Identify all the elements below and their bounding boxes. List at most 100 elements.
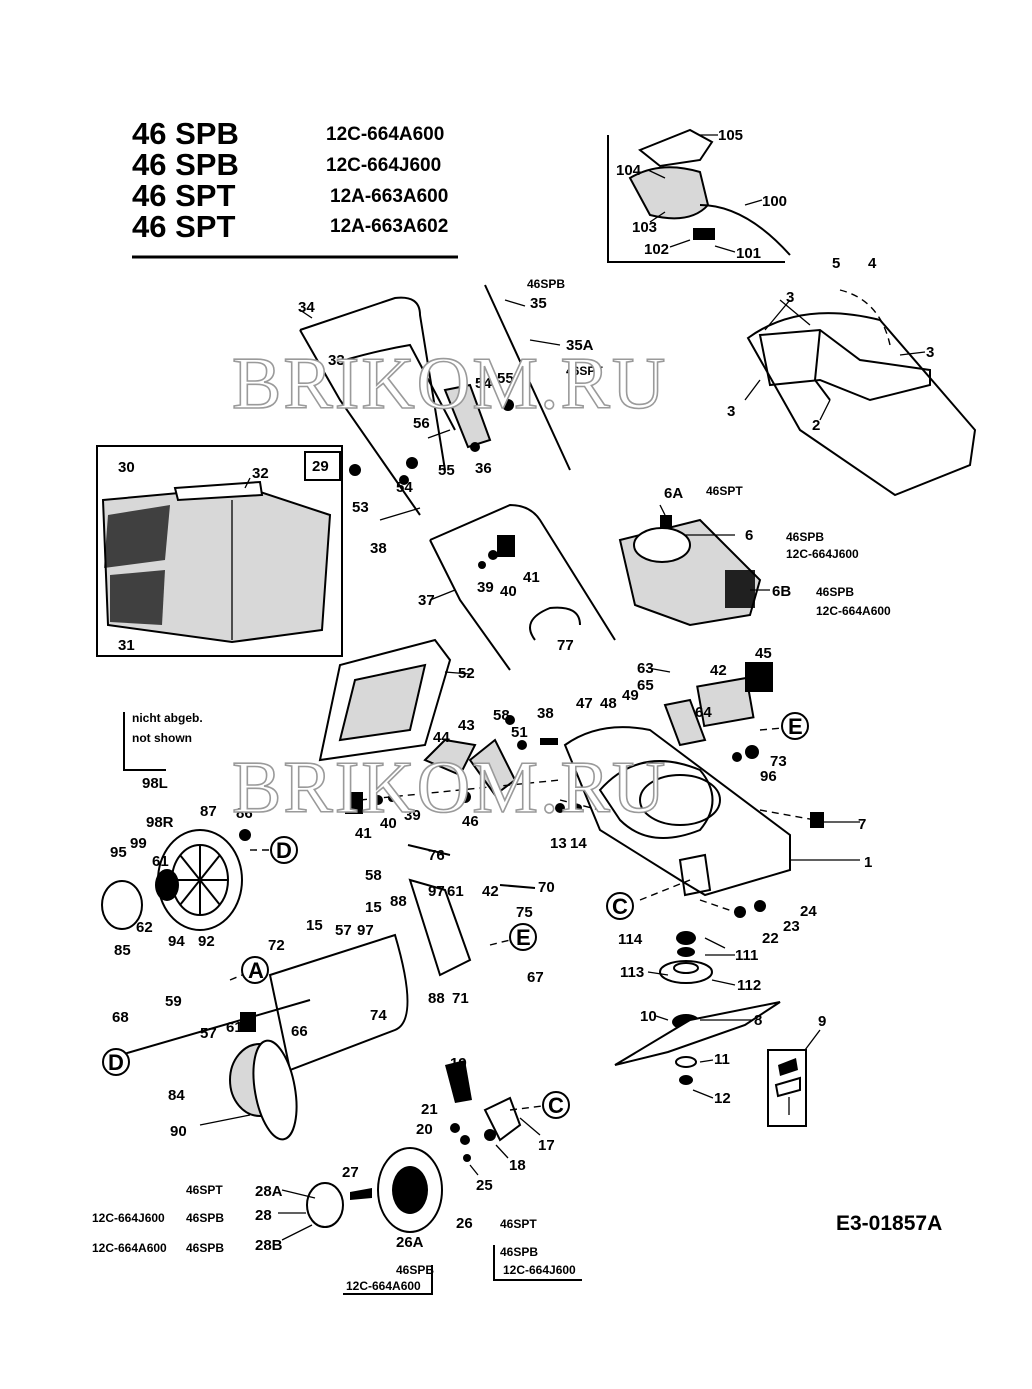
callout: 86 [236, 805, 253, 822]
callout: 42 [482, 883, 499, 900]
drive-housing [268, 933, 409, 1072]
callout: 64 [695, 704, 712, 721]
callout: 15 [365, 899, 382, 916]
note: 46SPB [816, 585, 854, 599]
callout: 100 [762, 193, 787, 210]
note: 46SPB [186, 1211, 224, 1225]
note-text: not shown [132, 731, 192, 745]
callout: 112 [737, 977, 761, 994]
clip-nut [693, 228, 715, 240]
bolt-114 [676, 931, 696, 945]
callout: 41 [355, 825, 372, 842]
detail-frame [607, 135, 785, 263]
deck-body [563, 726, 791, 897]
note: 46SPT [186, 1183, 223, 1197]
callout: 113 [620, 964, 644, 981]
callout: 35 [530, 295, 547, 312]
cable-100 [699, 204, 791, 256]
callout: 17 [538, 1137, 555, 1154]
note: 46SPT [566, 364, 603, 378]
callout: 75 [516, 904, 533, 921]
model-name: 46 SPT [132, 178, 235, 213]
callout: 47 [576, 695, 593, 712]
callout: 33 [328, 352, 345, 369]
model-name: 46 SPT [132, 209, 235, 244]
discharge-guard: 52 [318, 638, 475, 762]
callout: 45 [755, 645, 772, 662]
front-wheel: 19 21 20 17 18 25 27 28A 46SPT 28 12C-66… [92, 1055, 582, 1295]
bag-handle [173, 480, 264, 502]
callout: 49 [622, 687, 639, 704]
callout: 88 [390, 893, 407, 910]
callout: 23 [783, 918, 800, 935]
bracket-43 [468, 738, 517, 797]
callout: 55 [497, 370, 514, 387]
cable-lever-36 [443, 383, 492, 449]
callout: 35A [566, 337, 594, 354]
callout: 40 [380, 815, 397, 832]
callout: 6A [664, 485, 683, 502]
callout: 73 [770, 753, 787, 770]
blade-kit-box [767, 1049, 807, 1127]
blade-8 [614, 1001, 781, 1066]
callout: 96 [760, 768, 777, 785]
hubcap-85 [101, 880, 143, 930]
ref-label: D [276, 838, 292, 863]
ref-marker-c [542, 1091, 570, 1119]
callout: 84 [168, 1087, 185, 1104]
callout: 72 [268, 937, 285, 954]
deck-bowl [598, 760, 714, 839]
lower-handle: 37 39 40 41 77 [418, 503, 616, 671]
note: 46SPB [186, 1241, 224, 1255]
deck-hardware: 58 38 51 43 44 41 40 39 46 13 14 [345, 705, 587, 852]
model-code: 12C-664A600 [326, 124, 444, 145]
ref-label: E [788, 714, 803, 739]
blade-assembly: 22 23 24 114 111 113 112 10 8 9 11 12 [614, 899, 826, 1127]
callout: 63 [637, 660, 654, 677]
callout: 11 [714, 1051, 730, 1068]
callout: 20 [416, 1121, 433, 1138]
callout: 37 [418, 592, 435, 609]
lower-handle-bar [429, 503, 616, 641]
callout: 98R [146, 814, 174, 831]
ref-label: D [108, 1050, 124, 1075]
callout: 59 [165, 993, 182, 1010]
callout: 7 [858, 816, 866, 833]
callout: 42 [710, 662, 727, 679]
callout: 5 [832, 255, 840, 272]
deck-top-view: 5 4 3 3 3 2 [727, 255, 977, 497]
not-shown-note: nicht abgeb. not shown 98L [123, 711, 203, 792]
watermark: BRIKOM.RU [232, 343, 667, 425]
callout: 28A [255, 1183, 283, 1200]
callout: 39 [404, 807, 421, 824]
reference-markers: A C C D D E E [102, 712, 809, 1119]
cable-clip-77 [529, 606, 581, 641]
hubcap-28 [306, 1182, 344, 1228]
ref-marker-e [781, 712, 809, 740]
callout: 13 [550, 835, 567, 852]
callout: 43 [458, 717, 475, 734]
callout: 76 [428, 847, 445, 864]
callout: 111 [735, 947, 758, 964]
rear-wheel: 87 86 98R 99 95 61 62 85 94 92 [101, 803, 272, 959]
callout: 104 [616, 162, 642, 179]
bag-box-label-frame [304, 451, 341, 481]
control-knob-45 [745, 662, 773, 692]
callout: 18 [509, 1157, 526, 1174]
callout: 46 [462, 813, 479, 830]
callout: 66 [291, 1023, 308, 1040]
callout: 51 [511, 724, 528, 741]
callout: 4 [868, 255, 877, 272]
callout: 55 [438, 462, 455, 479]
note: 12C-664J600 [503, 1263, 576, 1277]
callout: 62 [136, 919, 153, 936]
callout: 38 [370, 540, 387, 557]
upper-handle: 34 33 56 54 55 53 54 55 36 35 46SPB 35A … [298, 277, 603, 557]
note: 46SPB [500, 1245, 538, 1259]
callout: 65 [637, 677, 654, 694]
watermark: BRIKOM.RU [232, 747, 667, 829]
callout: 10 [640, 1008, 657, 1025]
model-name: 46 SPB [132, 116, 239, 151]
callout: 92 [198, 933, 215, 950]
height-lever-19 [445, 1060, 472, 1103]
